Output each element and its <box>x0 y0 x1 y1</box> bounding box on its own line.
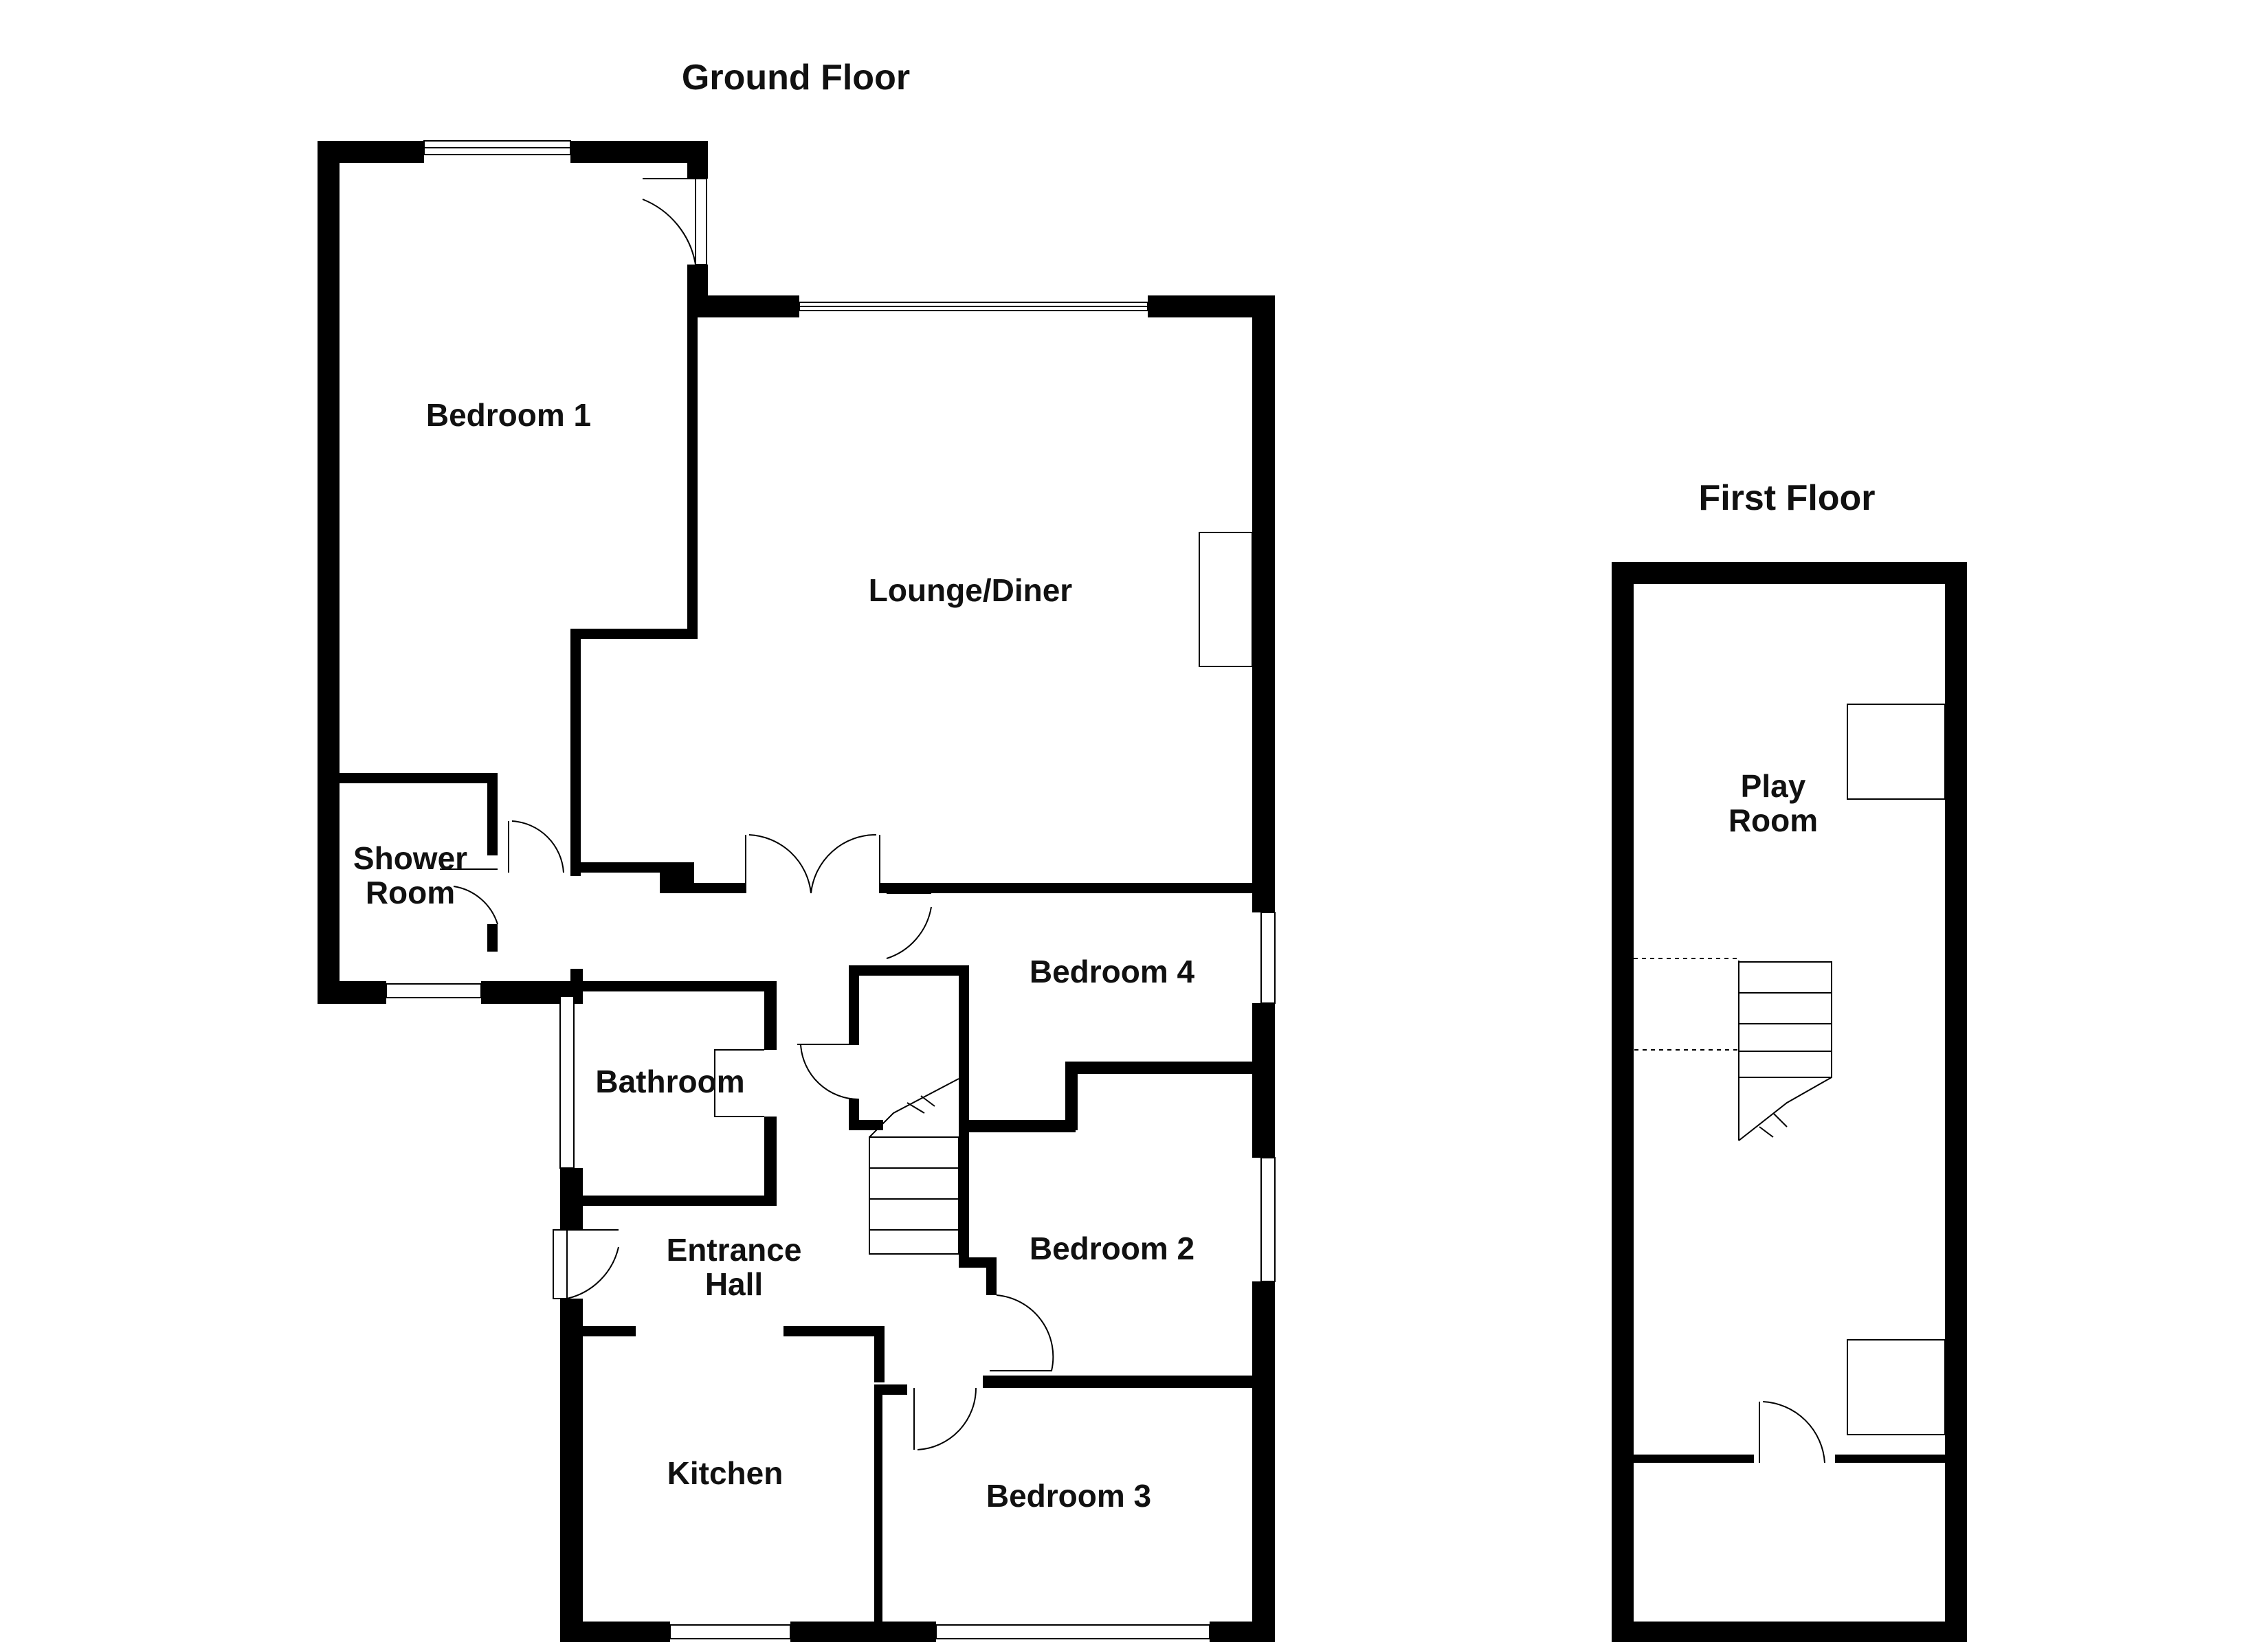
room-label-lounge-diner: Lounge/Diner <box>869 572 1073 608</box>
room-label-play-line1: Play <box>1741 768 1806 804</box>
room-label-bedroom-4: Bedroom 4 <box>1030 954 1195 989</box>
ground-floor-doors <box>440 178 1054 1450</box>
ground-floor-stairs <box>869 1078 959 1255</box>
room-label-kitchen: Kitchen <box>667 1455 783 1491</box>
first-floor-title: First Floor <box>1698 478 1875 518</box>
room-label-play-line2: Room <box>1728 803 1818 838</box>
room-label-shower-line1: Shower <box>353 840 467 876</box>
room-label-shower-line2: Room <box>366 875 455 910</box>
room-label-hall-line1: Entrance <box>667 1232 802 1268</box>
first-floor-walls <box>1612 562 1967 1642</box>
room-label-bedroom-2: Bedroom 2 <box>1030 1231 1194 1266</box>
room-label-hall-line2: Hall <box>705 1266 763 1302</box>
ground-floor-windows <box>386 140 1276 1639</box>
ground-floor-walls <box>318 141 1275 1642</box>
ground-floor-title: Ground Floor <box>682 58 910 98</box>
room-label-bedroom-1: Bedroom 1 <box>426 397 591 433</box>
room-label-bathroom: Bathroom <box>595 1064 744 1099</box>
first-floor-fixtures <box>1634 704 1946 1463</box>
room-label-bedroom-3: Bedroom 3 <box>986 1478 1151 1514</box>
